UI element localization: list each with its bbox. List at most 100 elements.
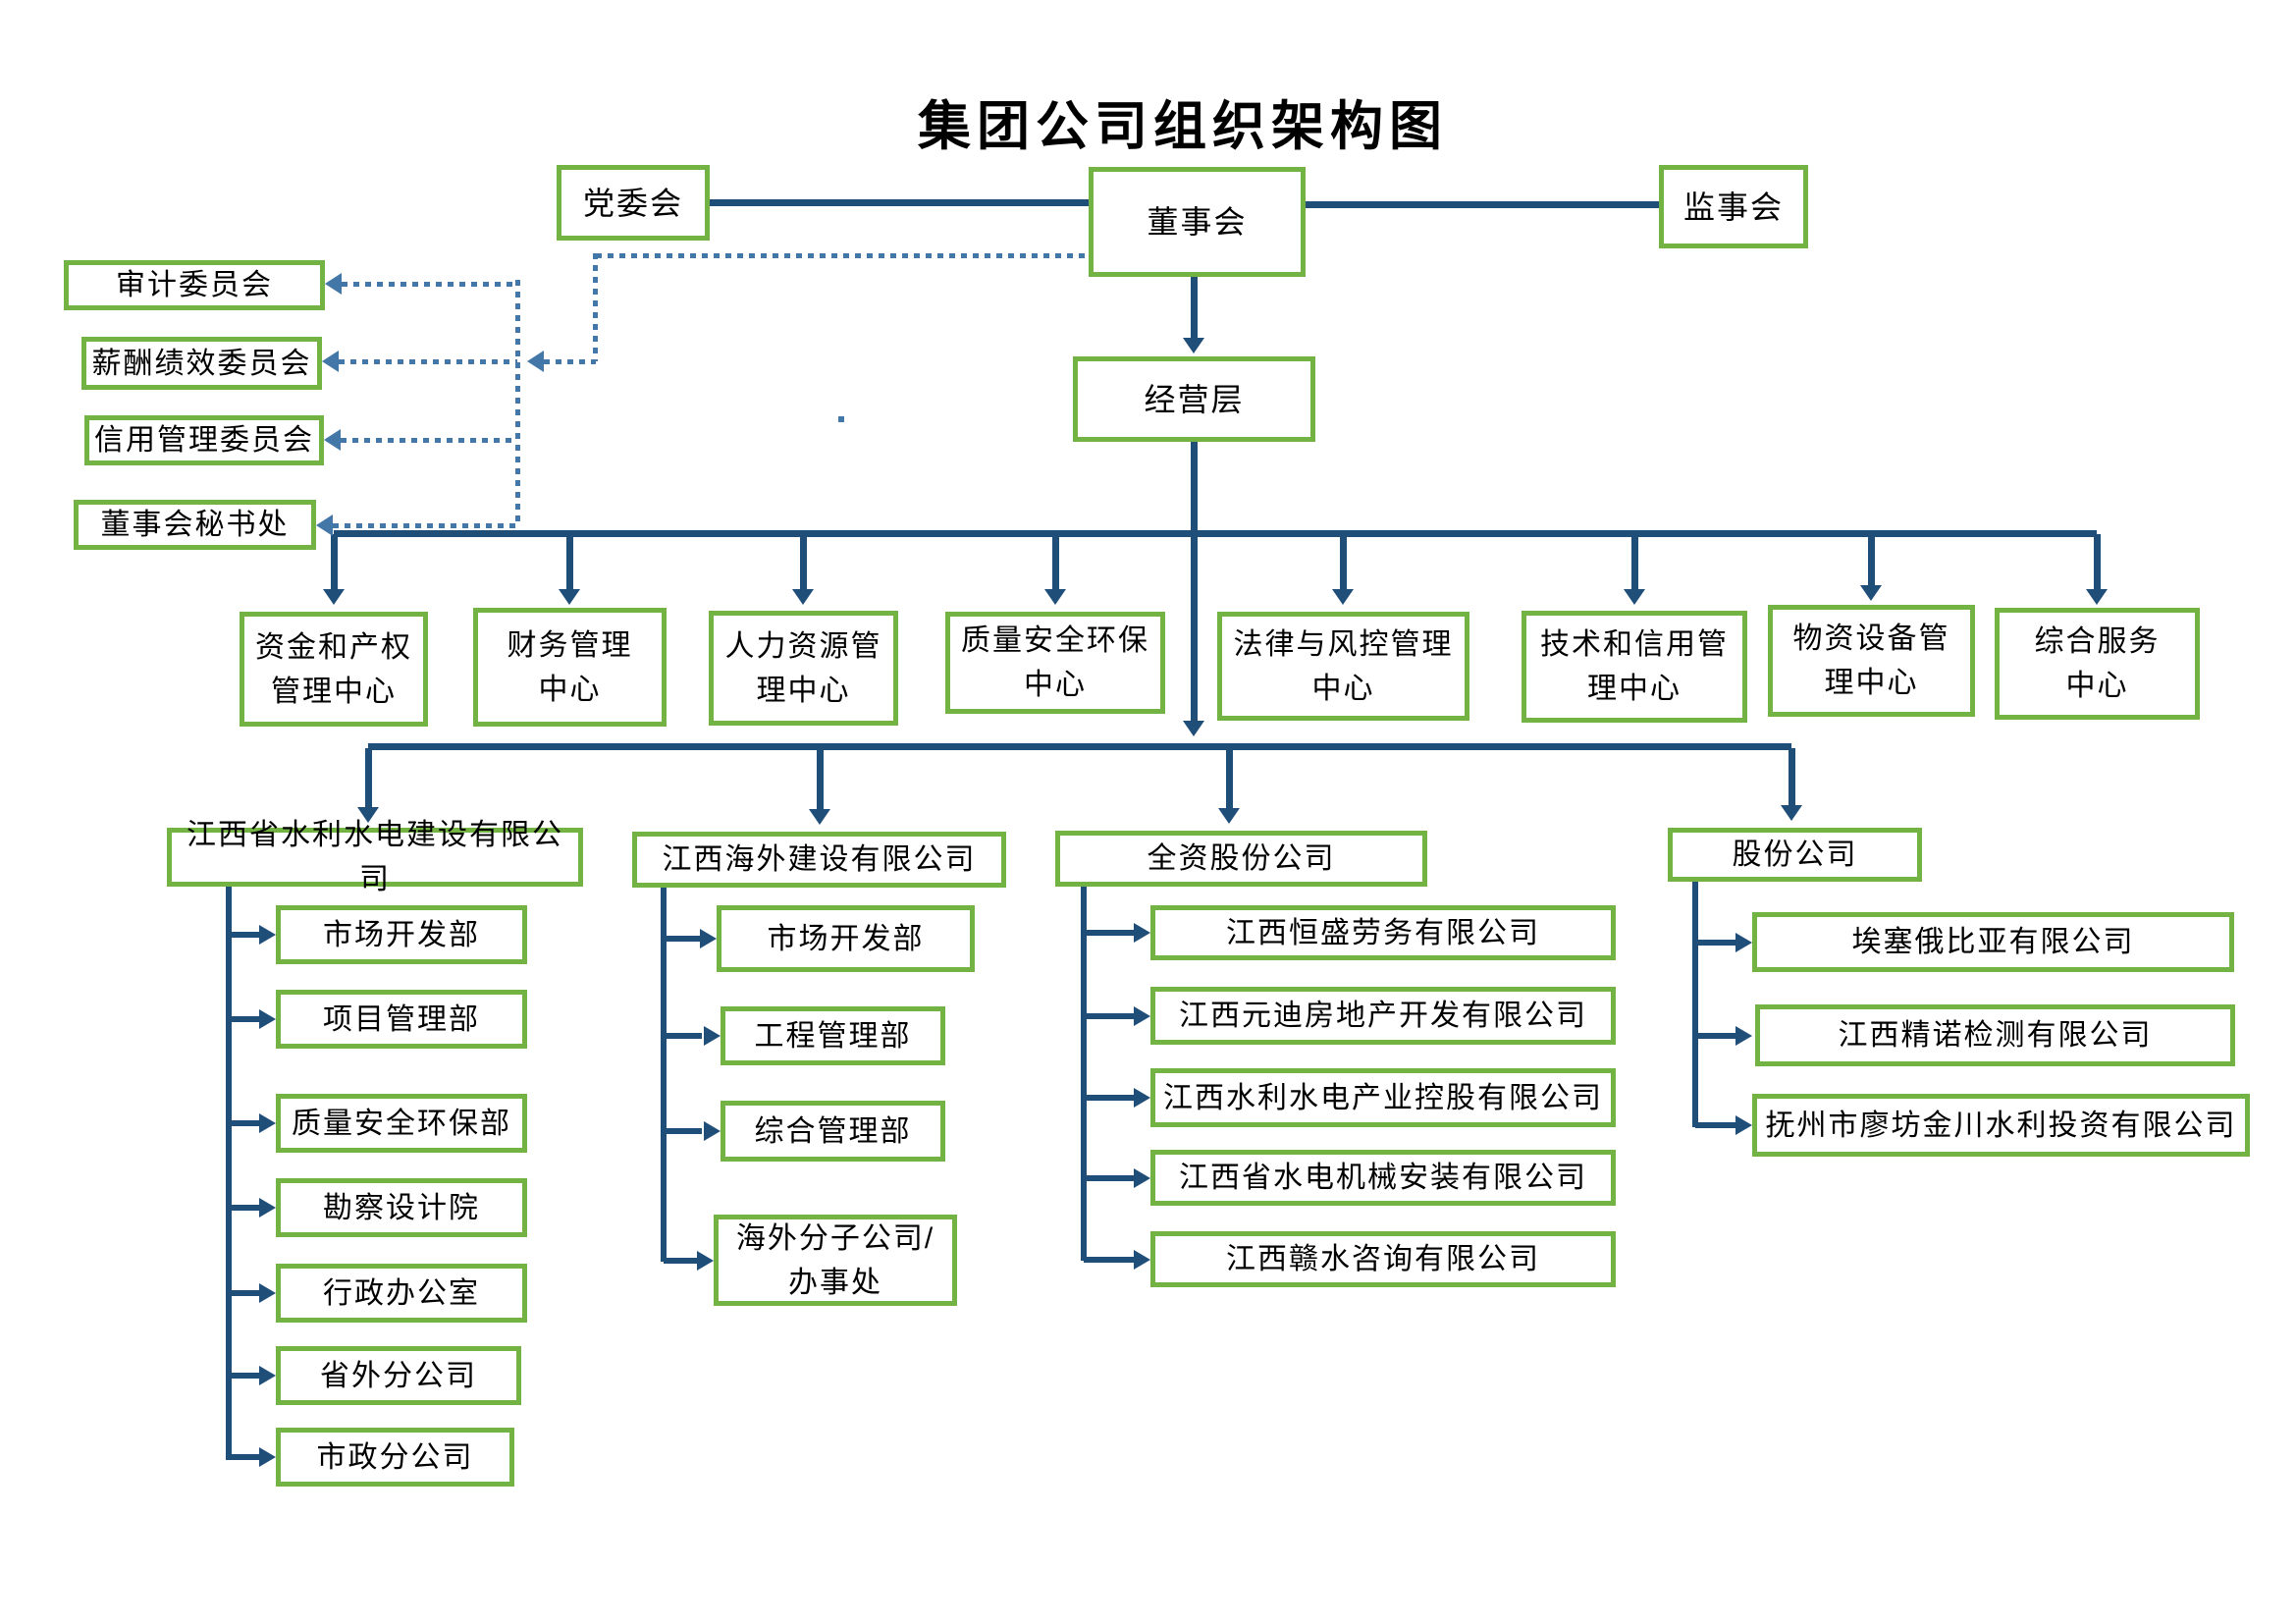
node-materials-equipment-center: 物资设备管 理中心 (1768, 605, 1975, 717)
connector-solid-v (2094, 534, 2101, 589)
arrow-right (1735, 1026, 1752, 1046)
arrow-down (1183, 721, 1204, 736)
arrow-right (1134, 1250, 1150, 1270)
org-child-node: 江西赣水咨询有限公司 (1150, 1231, 1616, 1287)
connector-solid-h (664, 936, 702, 942)
connector-solid-h (229, 1290, 261, 1296)
connector-solid-h (664, 1258, 699, 1264)
connector-solid-v (1340, 534, 1347, 589)
org-child-node: 行政办公室 (276, 1264, 527, 1323)
arrow-right (1735, 933, 1752, 952)
connector-solid-v (1692, 882, 1698, 1127)
connector-solid-v (566, 534, 573, 589)
connector-solid-v (1081, 887, 1087, 1261)
arrow-right (259, 1366, 276, 1385)
connector-solid-h (1306, 201, 1659, 208)
org-child-node: 市场开发部 (717, 905, 975, 972)
connector-solid-h (229, 1373, 261, 1379)
arrow-left (325, 273, 342, 295)
node-legal-risk-center: 法律与风控管理 中心 (1217, 612, 1469, 721)
arrow-down (323, 589, 345, 605)
org-child-node: 市场开发部 (276, 905, 527, 964)
connector-solid-v (1789, 748, 1795, 805)
chart-title: 集团公司组织架构图 (918, 97, 1448, 156)
connector-solid-v (800, 534, 807, 589)
connector-solid-h (229, 1205, 261, 1211)
arrow-right (697, 1251, 714, 1271)
org-child-node: 勘察设计院 (276, 1178, 527, 1237)
connector-dotted-h (342, 282, 517, 287)
connector-solid-v (1052, 534, 1059, 589)
org-child-node: 省外分公司 (276, 1346, 521, 1405)
arrow-down (1044, 589, 1066, 605)
connector-solid-h (1084, 1175, 1136, 1181)
connector-solid-h (334, 530, 2097, 537)
arrow-right (700, 929, 717, 948)
node-party-committee: 党委会 (557, 165, 710, 241)
node-company-jx-water-construction: 江西省水利水电建设有限公司 (167, 819, 583, 895)
connector-solid-h (664, 1033, 702, 1039)
connector-solid-v (331, 534, 338, 589)
dot-marker (838, 416, 844, 422)
arrow-right (1134, 1088, 1150, 1108)
connector-solid-v (226, 887, 232, 1460)
connector-solid-h (1084, 1013, 1136, 1019)
node-general-services-center: 综合服务 中心 (1995, 608, 2200, 720)
connector-solid-h (1084, 930, 1136, 936)
connector-solid-h (1084, 1095, 1136, 1101)
node-hr-center: 人力资源管 理中心 (709, 611, 898, 726)
node-management-level: 经营层 (1073, 356, 1315, 442)
arrow-down (809, 809, 830, 825)
arrow-right (1134, 923, 1150, 943)
node-audit-committee: 审计委员会 (64, 260, 325, 310)
connector-dotted-v (593, 253, 598, 361)
arrow-down (1332, 589, 1354, 605)
node-supervisory-board: 监事会 (1659, 165, 1808, 248)
node-compensation-performance-committee: 薪酬绩效委员会 (81, 337, 322, 390)
connector-solid-h (229, 1454, 261, 1460)
arrow-down (1624, 589, 1645, 605)
connector-dotted-h (339, 359, 517, 364)
org-child-node: 市政分公司 (276, 1428, 514, 1487)
arrow-down (357, 807, 379, 823)
org-child-node: 项目管理部 (276, 990, 527, 1049)
arrow-left (324, 429, 341, 451)
connector-dotted-v (515, 280, 520, 527)
org-child-node: 综合管理部 (721, 1101, 945, 1162)
connector-solid-v (1191, 277, 1198, 338)
connector-solid-v (1191, 442, 1198, 721)
org-child-node: 质量安全环保部 (276, 1094, 527, 1153)
connector-solid-h (710, 199, 1089, 206)
arrow-right (1735, 1115, 1752, 1135)
arrow-left (527, 351, 544, 372)
connector-dotted-h (333, 523, 517, 528)
org-child-node: 江西精诺检测有限公司 (1755, 1004, 2235, 1066)
connector-solid-v (1226, 748, 1233, 808)
org-child-node: 海外分子公司/ 办事处 (714, 1215, 957, 1306)
connector-dotted-h (596, 253, 1089, 258)
connector-solid-h (229, 1016, 261, 1022)
org-child-node: 工程管理部 (721, 1006, 945, 1065)
arrow-down (1218, 808, 1240, 824)
connector-solid-v (1631, 534, 1638, 589)
connector-dotted-h (341, 438, 517, 443)
connector-solid-h (1695, 1122, 1737, 1128)
connector-solid-v (661, 888, 667, 1262)
arrow-down (1183, 338, 1204, 353)
node-board-of-directors: 董事会 (1089, 167, 1306, 277)
connector-solid-v (365, 748, 372, 807)
org-child-node: 江西恒盛劳务有限公司 (1150, 905, 1616, 960)
arrow-left (322, 351, 339, 372)
arrow-right (1134, 1006, 1150, 1026)
connector-solid-h (368, 743, 1791, 750)
connector-solid-h (229, 1120, 261, 1126)
connector-solid-v (1868, 534, 1875, 585)
node-board-secretariat: 董事会秘书处 (74, 500, 316, 550)
arrow-right (704, 1121, 721, 1141)
arrow-right (704, 1026, 721, 1046)
node-tech-credit-center: 技术和信用管 理中心 (1522, 611, 1747, 723)
connector-solid-h (1084, 1257, 1136, 1263)
node-company-wholly-owned: 全资股份公司 (1055, 831, 1427, 887)
node-company-joint-stock: 股份公司 (1668, 828, 1922, 882)
